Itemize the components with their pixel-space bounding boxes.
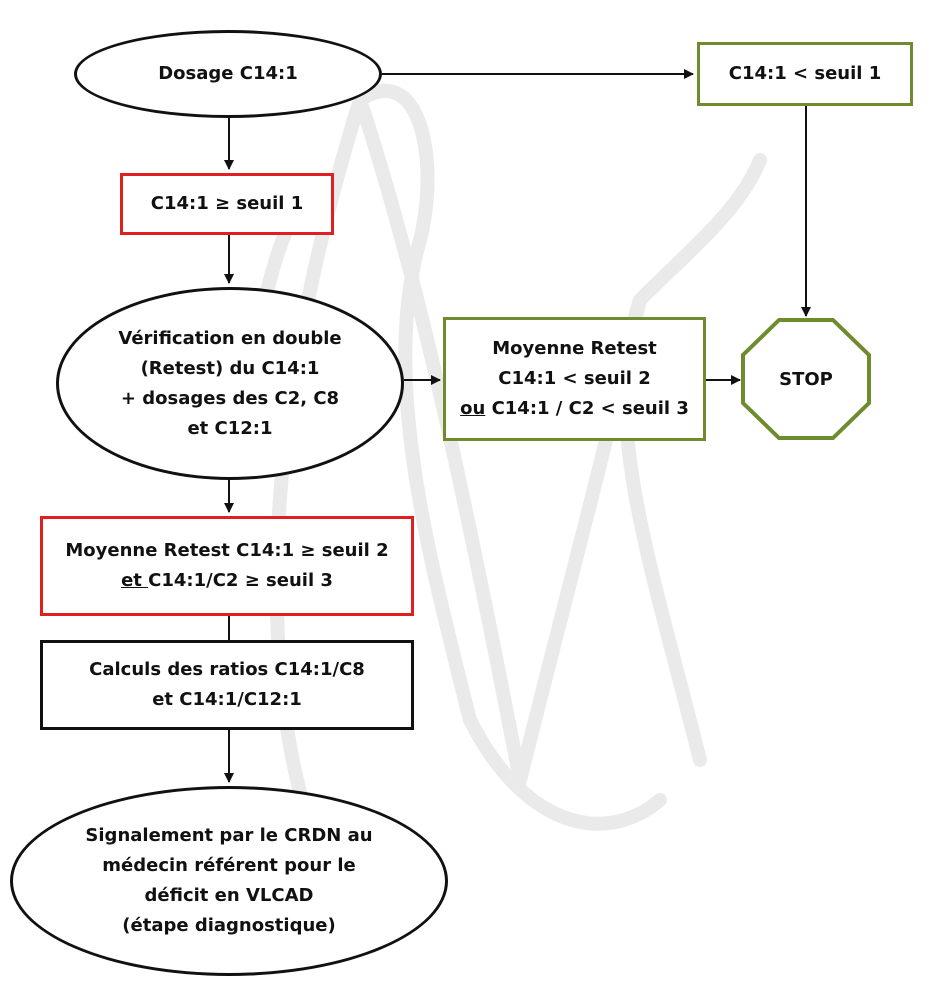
node-below-threshold1: C14:1 < seuil 1 <box>697 42 913 106</box>
node-retest-low-or: ou <box>460 398 486 419</box>
node-signalement-line3: déficit en VLCAD <box>144 885 314 906</box>
node-retest-high-line2: et C14:1/C2 ≥ seuil 3 <box>121 566 333 596</box>
node-retest-high: Moyenne Retest C14:1 ≥ seuil 2 et C14:1/… <box>40 516 414 616</box>
node-verification-line1: Vérification en double <box>118 327 342 349</box>
node-retest-low-line1: Moyenne Retest <box>492 338 657 359</box>
node-ratios-line1: Calculs des ratios C14:1/C8 <box>89 659 365 680</box>
node-retest-high-line1: Moyenne Retest C14:1 ≥ seuil 2 <box>65 540 389 561</box>
node-retest-low: Moyenne Retest C14:1 < seuil 2 ou C14:1 … <box>443 317 706 441</box>
node-retest-low-line3-rest: C14:1 / C2 < seuil 3 <box>485 398 689 419</box>
node-verification-line2: (Retest) du C14:1 <box>140 357 320 379</box>
node-retest-high-and: et <box>121 570 149 591</box>
node-verification-line3: + dosages des C2, C8 <box>120 387 340 409</box>
node-above-threshold1-text: C14:1 ≥ seuil 1 <box>150 193 304 214</box>
stop-label: STOP <box>779 368 833 390</box>
node-dosage: Dosage C14:1 <box>74 30 382 118</box>
node-signalement-line1: Signalement par le CRDN au <box>85 825 373 846</box>
stop-octagon <box>741 318 871 440</box>
node-signalement: Signalement par le CRDN au médecin référ… <box>10 786 448 976</box>
node-ratios-line2: et C14:1/C12:1 <box>152 689 302 710</box>
node-above-threshold1: C14:1 ≥ seuil 1 <box>120 173 334 235</box>
node-signalement-line2: médecin référent pour le <box>102 855 356 876</box>
node-verification-line4: et C12:1 <box>187 417 273 439</box>
node-ratios: Calculs des ratios C14:1/C8 et C14:1/C12… <box>40 640 414 730</box>
node-verification: Vérification en double (Retest) du C14:1… <box>56 287 404 480</box>
node-retest-low-line3: ou C14:1 / C2 < seuil 3 <box>460 394 689 424</box>
node-retest-high-line2-rest: C14:1/C2 ≥ seuil 3 <box>148 570 333 591</box>
node-below-threshold1-text: C14:1 < seuil 1 <box>728 63 882 84</box>
node-retest-low-line2: C14:1 < seuil 2 <box>498 368 651 389</box>
node-signalement-line4: (étape diagnostique) <box>122 915 336 936</box>
node-dosage-text: Dosage C14:1 <box>158 63 298 84</box>
